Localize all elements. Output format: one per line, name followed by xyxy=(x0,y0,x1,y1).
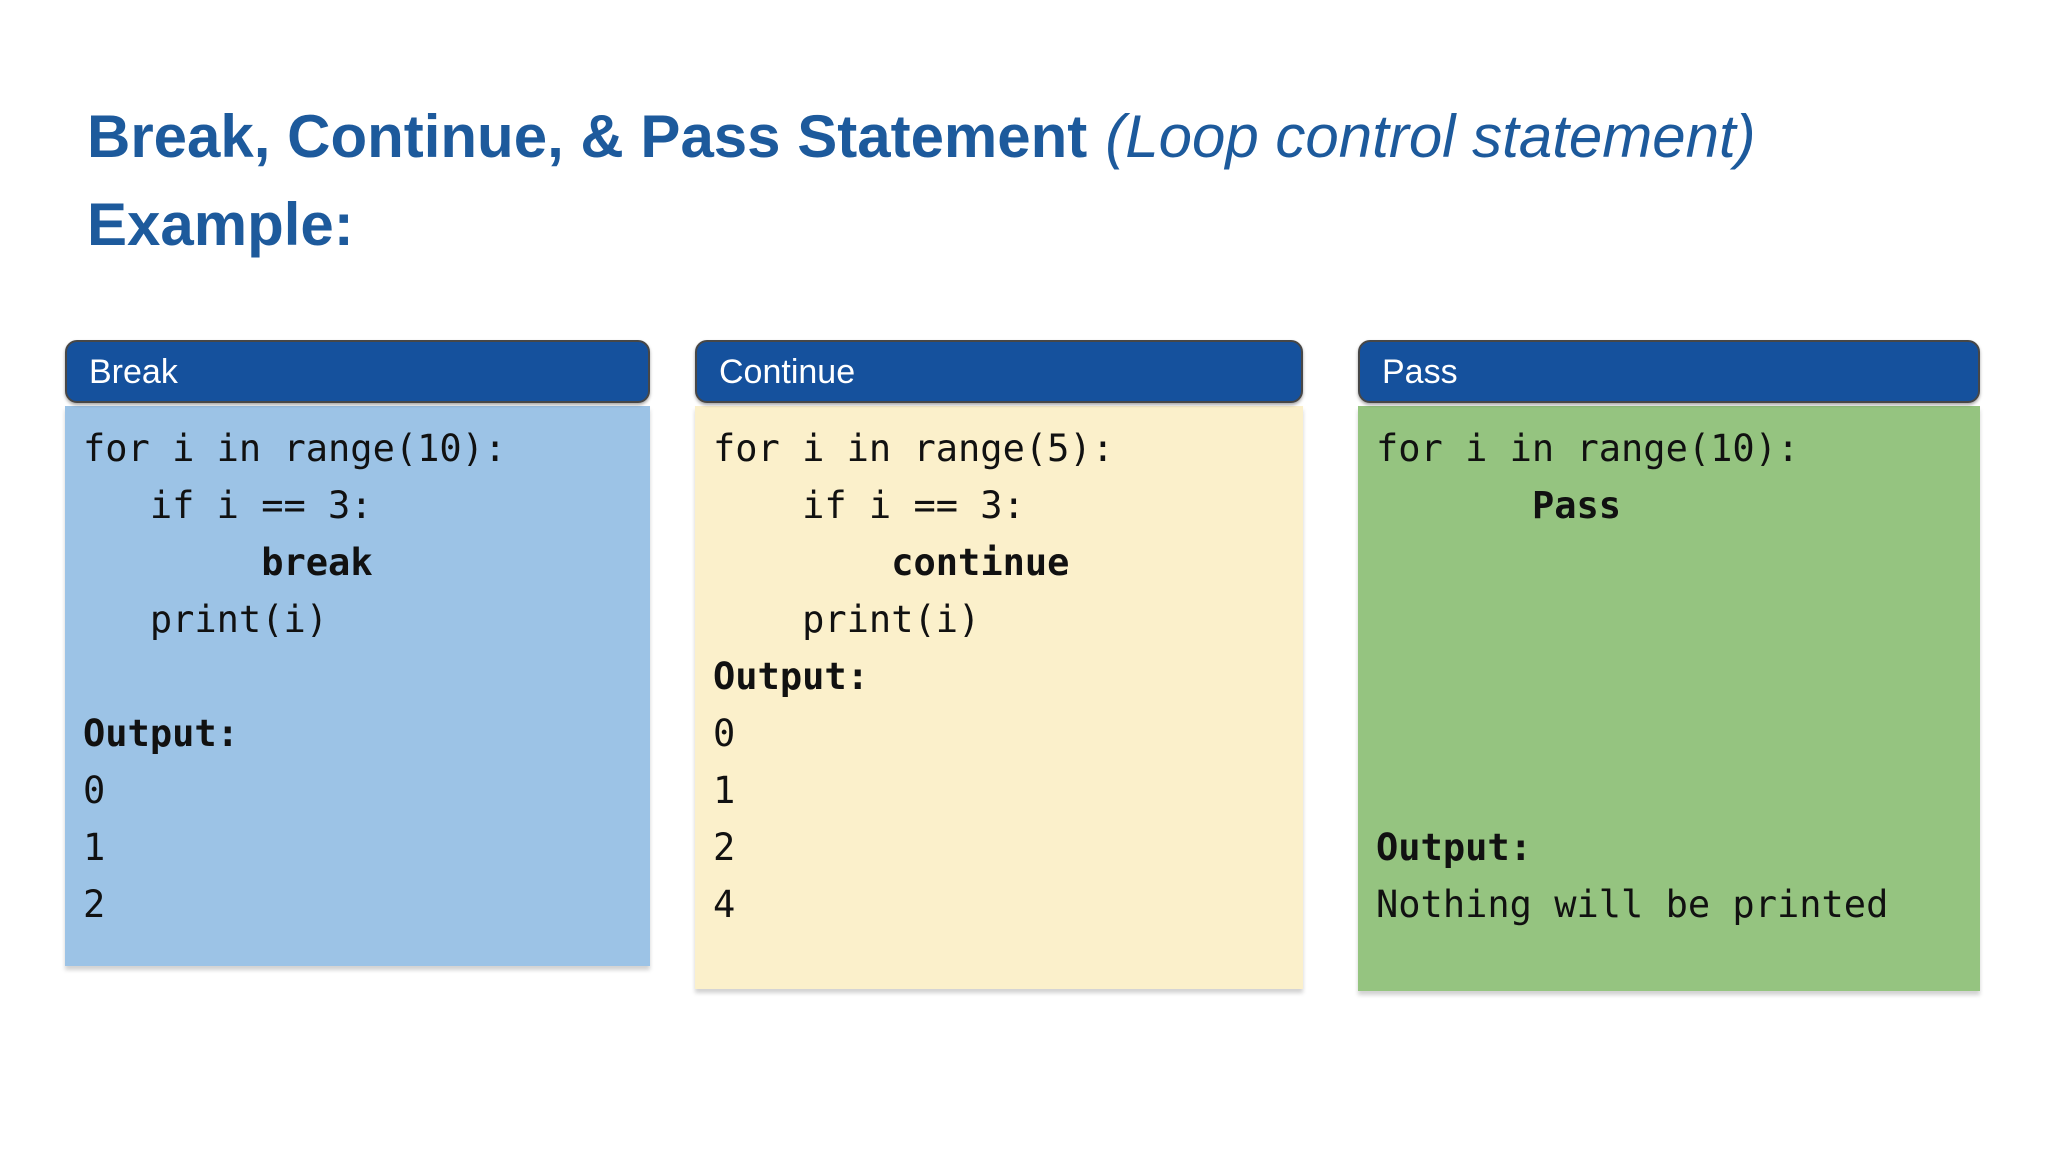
code-text: if i == 3: xyxy=(713,484,1025,527)
card-continue-title: Continue xyxy=(719,352,856,391)
card-break-title: Break xyxy=(89,352,178,391)
code-line: Output: xyxy=(713,648,1285,705)
code-text: print(i) xyxy=(713,598,981,641)
code-line: 1 xyxy=(83,819,632,876)
code-line: print(i) xyxy=(83,591,632,648)
code-line: 0 xyxy=(713,705,1285,762)
code-line: 2 xyxy=(83,876,632,933)
code-text: 1 xyxy=(713,769,736,812)
code-line xyxy=(1376,534,1962,591)
code-line: 4 xyxy=(713,876,1285,933)
code-text: for i in range(5): xyxy=(713,427,1114,470)
code-line: for i in range(5): xyxy=(713,420,1285,477)
code-line: 2 xyxy=(713,819,1285,876)
code-text: print(i) xyxy=(83,598,329,641)
code-text: 0 xyxy=(83,769,106,812)
code-line: for i in range(10): xyxy=(83,420,632,477)
code-line xyxy=(1376,705,1962,762)
code-text: 0 xyxy=(713,712,736,755)
card-break-header: Break xyxy=(65,340,650,403)
code-line: Output: xyxy=(83,705,632,762)
code-line: if i == 3: xyxy=(713,477,1285,534)
code-line: Output: xyxy=(1376,819,1962,876)
code-keyword: continue xyxy=(891,541,1070,584)
card-continue: Continue for i in range(5): if i == 3: c… xyxy=(695,340,1303,989)
code-keyword: break xyxy=(261,541,373,584)
code-text xyxy=(713,541,891,584)
card-break-code-block: for i in range(10): if i == 3: break pri… xyxy=(65,406,650,966)
code-line: break xyxy=(83,534,632,591)
code-line: 0 xyxy=(83,762,632,819)
card-pass-header: Pass xyxy=(1358,340,1980,403)
code-text: for i in range(10): xyxy=(1376,427,1800,470)
code-line: 1 xyxy=(713,762,1285,819)
code-text xyxy=(83,541,261,584)
code-line xyxy=(1376,762,1962,819)
code-keyword: Output: xyxy=(1376,826,1532,869)
code-text: 1 xyxy=(83,826,106,869)
code-line xyxy=(1376,648,1962,705)
code-text: if i == 3: xyxy=(83,484,373,527)
code-line xyxy=(83,648,632,705)
code-text: Nothing will be printed xyxy=(1376,883,1889,926)
code-line: continue xyxy=(713,534,1285,591)
code-line xyxy=(1376,591,1962,648)
code-text: for i in range(10): xyxy=(83,427,507,470)
card-break: Break for i in range(10): if i == 3: bre… xyxy=(65,340,650,966)
card-pass-title: Pass xyxy=(1382,352,1458,391)
code-text: 4 xyxy=(713,883,736,926)
example-label: Example: xyxy=(87,191,354,258)
code-text: 2 xyxy=(83,883,106,926)
card-continue-header: Continue xyxy=(695,340,1303,403)
code-line: print(i) xyxy=(713,591,1285,648)
title-main: Break, Continue, & Pass Statement xyxy=(87,103,1088,170)
code-keyword: Output: xyxy=(713,655,869,698)
code-text xyxy=(1376,484,1532,527)
code-line: for i in range(10): xyxy=(1376,420,1962,477)
code-line: if i == 3: xyxy=(83,477,632,534)
card-continue-code-block: for i in range(5): if i == 3: continue p… xyxy=(695,406,1303,989)
code-keyword: Pass xyxy=(1531,484,1622,527)
page-title: Break, Continue, & Pass Statement (Loop c… xyxy=(87,104,1756,170)
code-line: Pass xyxy=(1376,477,1962,534)
code-line: Nothing will be printed xyxy=(1376,876,1962,933)
title-parenthetical: (Loop control statement) xyxy=(1105,103,1756,170)
code-text: 2 xyxy=(713,826,736,869)
code-keyword: Output: xyxy=(83,712,239,755)
